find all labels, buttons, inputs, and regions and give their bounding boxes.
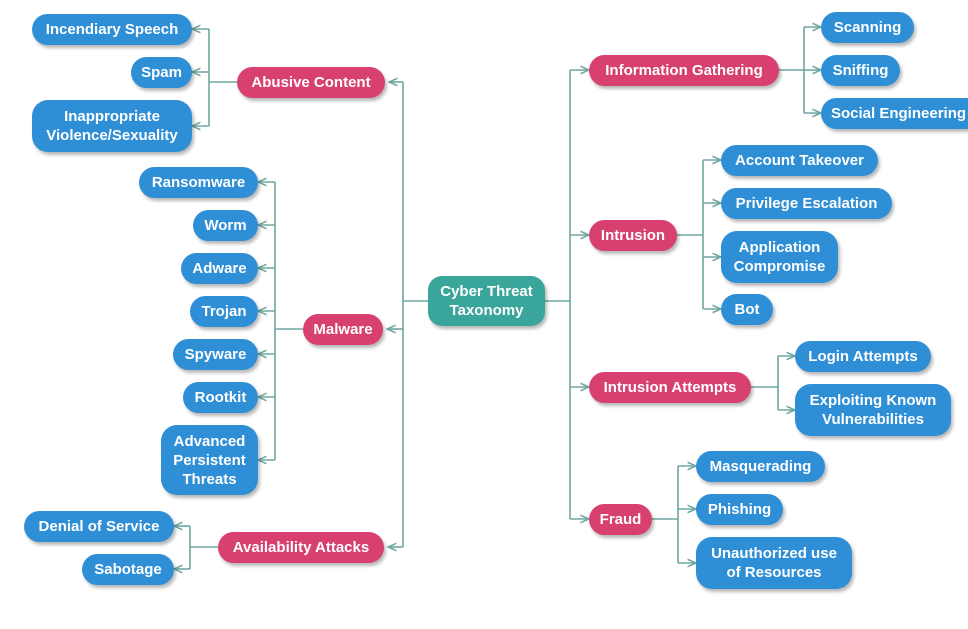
leaf-ransomware: Ransomware (139, 167, 258, 198)
leaf-phishing: Phishing (696, 494, 783, 525)
leaf-sniffing: Sniffing (821, 55, 900, 86)
leaf-exploiting-known-vulnerabilities: Exploiting Known Vulnerabilities (795, 384, 951, 436)
leaf-inappropriate-violence-sexuality: Inappropriate Violence/Sexuality (32, 100, 192, 152)
leaf-privilege-escalation: Privilege Escalation (721, 188, 892, 219)
leaf-bot: Bot (721, 294, 773, 325)
leaf-adware: Adware (181, 253, 258, 284)
leaf-account-takeover: Account Takeover (721, 145, 878, 176)
leaf-application-compromise: Application Compromise (721, 231, 838, 283)
leaf-incendiary-speech: Incendiary Speech (32, 14, 192, 45)
category-availability-attacks: Availability Attacks (218, 532, 384, 563)
leaf-spyware: Spyware (173, 339, 258, 370)
leaf-rootkit: Rootkit (183, 382, 258, 413)
leaf-advanced-persistent-threats: Advanced Persistent Threats (161, 425, 258, 495)
leaf-spam: Spam (131, 57, 192, 88)
category-fraud: Fraud (589, 504, 652, 535)
leaf-worm: Worm (193, 210, 258, 241)
category-malware: Malware (303, 314, 383, 345)
category-abusive-content: Abusive Content (237, 67, 385, 98)
leaf-social-engineering: Social Engineering (821, 98, 968, 129)
leaf-scanning: Scanning (821, 12, 914, 43)
category-intrusion: Intrusion (589, 220, 677, 251)
root-node: Cyber Threat Taxonomy (428, 276, 545, 326)
leaf-unauthorized-use-of-resources: Unauthorized use of Resources (696, 537, 852, 589)
leaf-login-attempts: Login Attempts (795, 341, 931, 372)
leaf-trojan: Trojan (190, 296, 258, 327)
category-information-gathering: Information Gathering (589, 55, 779, 86)
leaf-denial-of-service: Denial of Service (24, 511, 174, 542)
category-intrusion-attempts: Intrusion Attempts (589, 372, 751, 403)
leaf-masquerading: Masquerading (696, 451, 825, 482)
leaf-sabotage: Sabotage (82, 554, 174, 585)
